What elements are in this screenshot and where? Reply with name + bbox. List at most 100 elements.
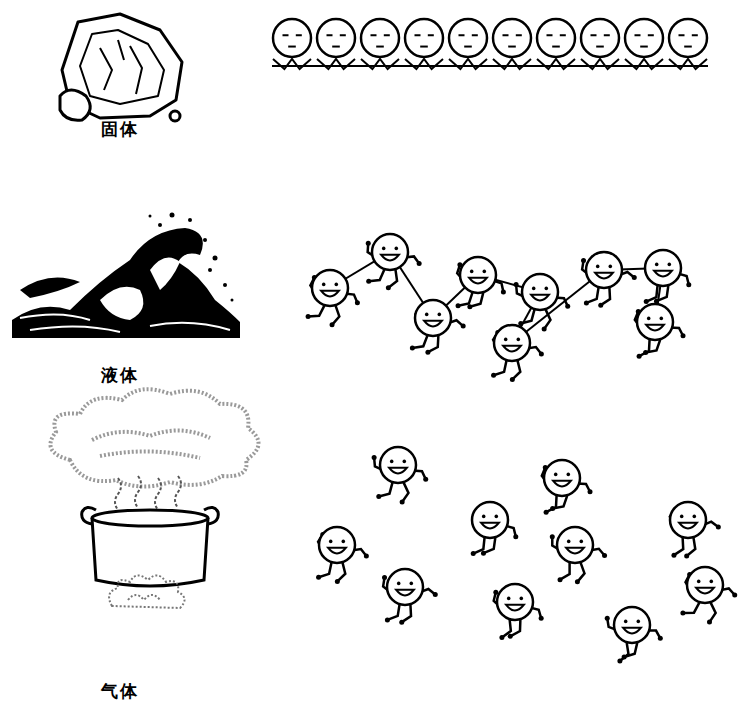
rock-illustration	[60, 14, 182, 121]
figure-stroke	[625, 59, 663, 69]
figure-stroke	[654, 271, 672, 277]
figure-stroke	[581, 258, 586, 263]
figure-stroke	[308, 305, 325, 316]
figure-stroke	[449, 19, 487, 57]
particle-figure	[471, 502, 519, 556]
figure-stroke	[683, 602, 700, 613]
figure-stroke	[693, 515, 697, 519]
figure-stroke	[686, 282, 691, 287]
figure-stroke	[376, 46, 384, 48]
figure-stroke	[668, 263, 672, 267]
figure-stroke	[342, 540, 346, 544]
figure-stroke	[550, 534, 555, 539]
particle-figure	[550, 527, 607, 584]
figure-stroke	[709, 602, 715, 622]
figure-stroke	[586, 252, 622, 288]
figure-stroke	[658, 636, 663, 641]
particle-figure	[382, 569, 438, 625]
figure-stroke	[385, 617, 390, 622]
figure-stroke	[545, 287, 549, 291]
figure-stroke	[371, 34, 390, 36]
figure-stroke	[388, 269, 397, 288]
figure-stroke	[366, 241, 371, 246]
figure-stroke	[449, 59, 487, 69]
figure-stroke	[637, 354, 642, 359]
particle-figure	[635, 304, 686, 359]
figure-stroke	[680, 515, 684, 519]
figure-stroke	[327, 34, 346, 36]
figure-stroke	[710, 580, 714, 584]
figure-stroke	[581, 59, 619, 69]
particle-figure	[273, 19, 311, 69]
figure-stroke	[542, 327, 547, 332]
figure-stroke	[560, 562, 570, 580]
figure-stroke	[565, 304, 570, 309]
figure-stroke	[684, 46, 692, 48]
figure-stroke	[575, 579, 580, 584]
particle-figure	[644, 250, 692, 304]
figure-stroke	[471, 551, 476, 556]
figure-stroke	[552, 46, 560, 48]
figure-stroke	[687, 567, 723, 603]
particle-figure	[537, 19, 575, 69]
particle-figure	[670, 502, 721, 558]
figure-stroke	[680, 611, 685, 616]
particle-figure	[361, 19, 399, 69]
state-label: 固体	[101, 118, 139, 141]
figure-stroke	[639, 339, 649, 356]
figure-stroke	[322, 283, 326, 287]
particle-figure	[493, 19, 531, 69]
figure-stroke	[403, 460, 407, 464]
figure-stroke	[424, 321, 442, 327]
figure-stroke	[438, 313, 442, 317]
figure-stroke	[288, 46, 296, 48]
figure-stroke	[470, 270, 474, 274]
figure-stroke	[458, 292, 473, 306]
figure-stroke	[379, 482, 393, 496]
figure-stroke	[544, 309, 550, 329]
figure-stroke	[470, 292, 484, 307]
figure-stroke	[546, 495, 556, 512]
figure-stroke	[376, 494, 381, 499]
figure-stroke	[595, 273, 613, 279]
figure-stroke	[508, 634, 513, 639]
figure-stroke	[504, 338, 508, 342]
figure-stroke	[503, 34, 522, 36]
particle-figure	[625, 19, 663, 69]
figure-stroke	[558, 577, 563, 582]
figure-stroke	[567, 473, 571, 477]
figure-stroke	[402, 482, 408, 502]
particle-figure	[581, 252, 637, 308]
figure-stroke	[696, 588, 714, 594]
figure-stroke	[679, 34, 698, 36]
particle-figure	[493, 584, 543, 640]
figure-stroke	[605, 616, 610, 621]
figure-stroke	[273, 19, 311, 57]
figure-stroke	[670, 502, 706, 538]
figure-stroke	[420, 46, 428, 48]
figure-stroke	[598, 303, 603, 308]
figure-stroke	[506, 605, 524, 611]
figure-stroke	[459, 34, 478, 36]
figure-stroke	[617, 658, 622, 663]
figure-stroke	[433, 592, 438, 597]
figure-stroke	[390, 460, 394, 464]
figure-stroke	[697, 580, 701, 584]
figure-stroke	[637, 304, 673, 340]
figure-stroke	[507, 597, 511, 601]
figure-stroke	[495, 515, 499, 519]
figure-stroke	[643, 350, 648, 355]
state-label: 气体	[101, 680, 139, 703]
figure-stroke	[386, 285, 391, 290]
state-label: 液体	[101, 364, 139, 387]
figure-stroke	[497, 584, 533, 620]
figure-stroke	[389, 468, 407, 474]
figure-stroke	[428, 335, 438, 352]
figure-stroke	[522, 274, 558, 310]
figure-stroke	[483, 270, 487, 274]
particle-figures	[272, 19, 737, 663]
figure-stroke	[329, 540, 333, 544]
figure-stroke	[553, 481, 571, 487]
particle-figure	[491, 325, 544, 382]
figure-stroke	[464, 46, 472, 48]
